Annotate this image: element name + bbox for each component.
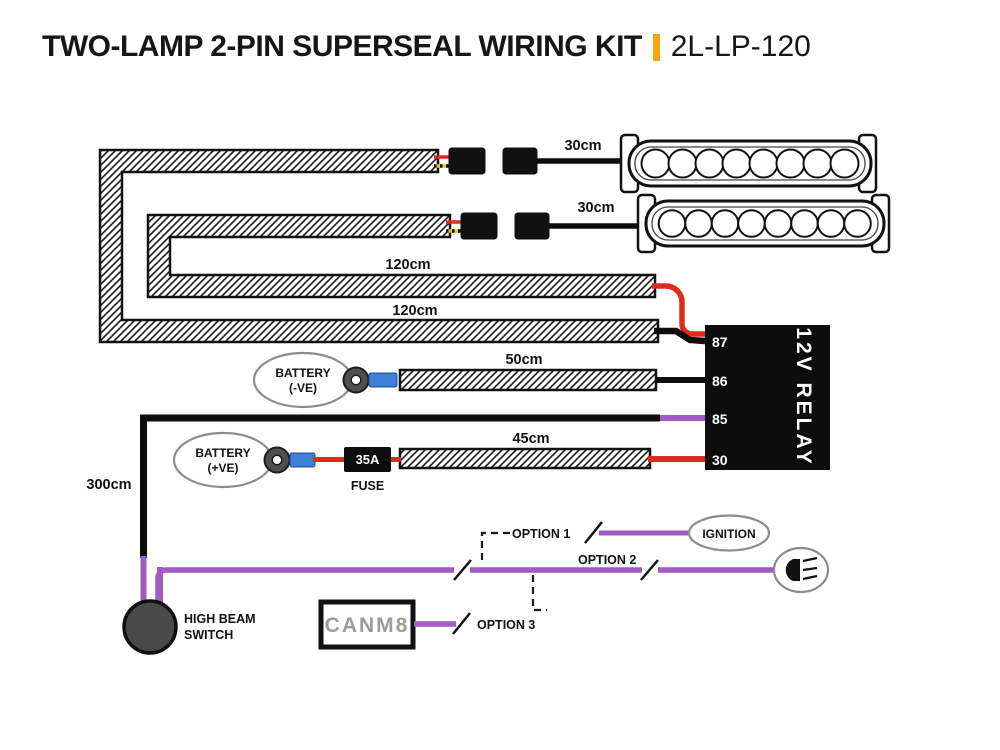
wire-break-slash xyxy=(453,559,472,581)
relay-pin-86-label: 86 xyxy=(712,373,728,389)
option3-dashed-branch xyxy=(531,575,547,612)
label-300cm: 300cm xyxy=(86,477,131,493)
title-product-code: 2L-LP-120 xyxy=(670,30,811,63)
ring-terminal-hole xyxy=(350,374,362,386)
ignition-oval xyxy=(687,514,771,552)
crimp-connector-icon xyxy=(368,372,398,388)
page-title: TWO-LAMP 2-PIN SUPERSEAL WIRING KIT 2L-L… xyxy=(42,30,811,64)
relay-pin-85-label: 85 xyxy=(712,411,728,427)
label-upper-120cm: 120cm xyxy=(385,257,430,273)
battery-negative xyxy=(252,351,398,409)
superseal-connector-lamp2 xyxy=(446,212,650,240)
battery-positive-label-line2: (+VE) xyxy=(207,461,238,475)
relay: 87 86 85 30 12V RELAY xyxy=(705,325,830,470)
high-beam-switch-label-line2: SWITCH xyxy=(184,628,233,642)
ring-terminal-hole xyxy=(271,454,283,466)
battery-negative-label-line2: (-VE) xyxy=(289,381,317,395)
battery-positive-oval xyxy=(172,431,274,489)
connector-half-a xyxy=(460,212,498,240)
label-lamp1-30cm: 30cm xyxy=(564,138,601,154)
relay-pin-87-label: 87 xyxy=(712,334,728,350)
option3-label: OPTION 3 xyxy=(477,618,535,632)
wire-red-to-relay-87 xyxy=(652,283,705,337)
high-beam-switch-label-line1: HIGH BEAM xyxy=(184,612,256,626)
wire-black-to-relay-87 xyxy=(654,327,706,345)
cable-battery-negative-50cm xyxy=(398,368,658,392)
wire-break-slash xyxy=(452,612,471,635)
option1-label: OPTION 1 xyxy=(512,527,570,541)
canm8-label: CANM8 xyxy=(325,614,410,637)
ignition-label: IGNITION xyxy=(702,527,755,541)
connector-half-b xyxy=(502,147,538,175)
cable-battery-positive-45cm xyxy=(398,447,652,470)
title-separator xyxy=(652,33,660,61)
cable-lamp1-120cm xyxy=(98,148,660,344)
crimp-connector-icon xyxy=(289,452,316,468)
option1-dashed-branch xyxy=(480,531,510,565)
label-50cm: 50cm xyxy=(505,352,542,368)
option2-label: OPTION 2 xyxy=(578,553,636,567)
battery-positive xyxy=(172,431,401,489)
led-lamp-2 xyxy=(636,193,891,254)
label-lamp2-30cm: 30cm xyxy=(577,200,614,216)
superseal-connector-lamp1 xyxy=(434,147,632,175)
label-45cm: 45cm xyxy=(512,431,549,447)
title-main: TWO-LAMP 2-PIN SUPERSEAL WIRING KIT xyxy=(42,30,642,63)
canm8-box xyxy=(318,599,416,650)
switch-button xyxy=(122,599,178,655)
headlight-icon xyxy=(772,546,830,594)
relay-pin-30-label: 30 xyxy=(712,452,728,468)
battery-positive-label-line1: BATTERY xyxy=(195,446,250,460)
fuse-box xyxy=(344,447,391,472)
fuse-rating-label: 35A xyxy=(356,452,380,467)
connector-half-a xyxy=(448,147,486,175)
fuse-label: FUSE xyxy=(351,479,384,493)
relay-label: 12V RELAY xyxy=(792,327,815,466)
led-lamp-1 xyxy=(619,133,878,194)
high-beam-switch xyxy=(122,567,178,655)
label-lower-120cm: 120cm xyxy=(392,303,437,319)
battery-negative-label-line1: BATTERY xyxy=(275,366,330,380)
connector-half-b xyxy=(514,212,550,240)
battery-negative-oval xyxy=(252,351,354,409)
cable-lamp2-120cm xyxy=(146,213,657,299)
wire-break-slash xyxy=(640,559,659,581)
wire-break-slash xyxy=(584,521,603,544)
